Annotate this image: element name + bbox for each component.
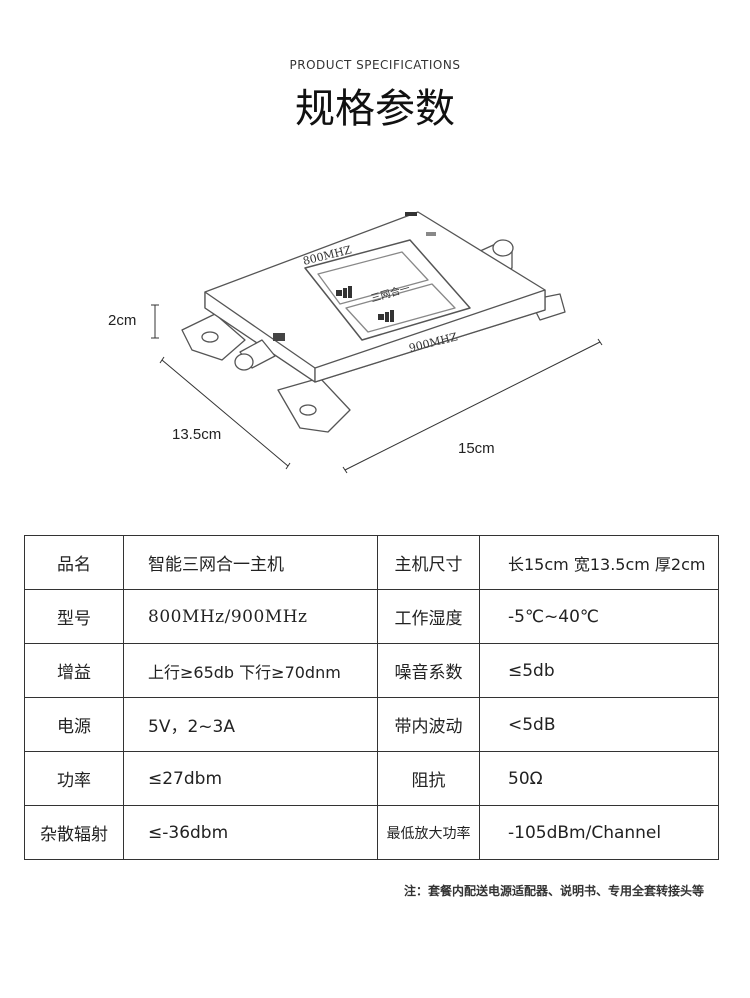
spec-value: -105dBm/Channel	[479, 805, 719, 860]
device-illustration: 800MHZ 900MHZ 三网合一	[151, 211, 603, 474]
spec-label: 品名	[24, 535, 124, 590]
spec-value: -5℃~40℃	[479, 589, 719, 644]
spec-table: 品名 智能三网合一主机 主机尺寸 长15cm 宽13.5cm 厚2cm 型号 8…	[24, 535, 719, 860]
spec-label: 型号	[24, 589, 124, 644]
spec-label: 带内波动	[377, 697, 480, 752]
spec-value: <5dB	[479, 697, 719, 752]
spec-label: 杂散辐射	[24, 805, 124, 860]
table-row: 型号 800MHz/900MHz 工作湿度 -5℃~40℃	[24, 589, 719, 644]
table-row: 品名 智能三网合一主机 主机尺寸 长15cm 宽13.5cm 厚2cm	[24, 535, 719, 590]
table-row: 功率 ≤27dbm 阻抗 50Ω	[24, 751, 719, 806]
spec-label: 工作湿度	[377, 589, 480, 644]
product-diagram: 800MHZ 900MHZ 三网合一 2cm 13.5cm 15cm	[0, 190, 750, 490]
spec-label: 噪音系数	[377, 643, 480, 698]
spec-label: 功率	[24, 751, 124, 806]
page-subtitle: PRODUCT SPECIFICATIONS	[289, 58, 461, 72]
dimension-width: 13.5cm	[172, 426, 222, 443]
table-row: 增益 上行≥65db 下行≥70dnm 噪音系数 ≤5db	[24, 643, 719, 698]
spec-label: 增益	[24, 643, 124, 698]
spec-value: 智能三网合一主机	[123, 535, 378, 590]
spec-value: 50Ω	[479, 751, 719, 806]
spec-value: 上行≥65db 下行≥70dnm	[123, 643, 378, 698]
table-row: 电源 5V，2~3A 带内波动 <5dB	[24, 697, 719, 752]
spec-value: 800MHz/900MHz	[123, 589, 378, 644]
dimension-height: 2cm	[108, 312, 137, 329]
page-title: 规格参数	[295, 86, 455, 132]
spec-value: ≤27dbm	[123, 751, 378, 806]
spec-value: 5V，2~3A	[123, 697, 378, 752]
package-note: 注：套餐内配送电源适配器、说明书、专用全套转接头等	[403, 884, 704, 898]
dimension-length: 15cm	[458, 440, 495, 457]
spec-value: 长15cm 宽13.5cm 厚2cm	[479, 535, 719, 590]
spec-label: 主机尺寸	[377, 535, 480, 590]
table-row: 杂散辐射 ≤-36dbm 最低放大功率 -105dBm/Channel	[24, 805, 719, 860]
spec-value: ≤5db	[479, 643, 719, 698]
spec-label: 最低放大功率	[377, 805, 480, 860]
spec-value: ≤-36dbm	[123, 805, 378, 860]
spec-label: 电源	[24, 697, 124, 752]
spec-label: 阻抗	[377, 751, 480, 806]
